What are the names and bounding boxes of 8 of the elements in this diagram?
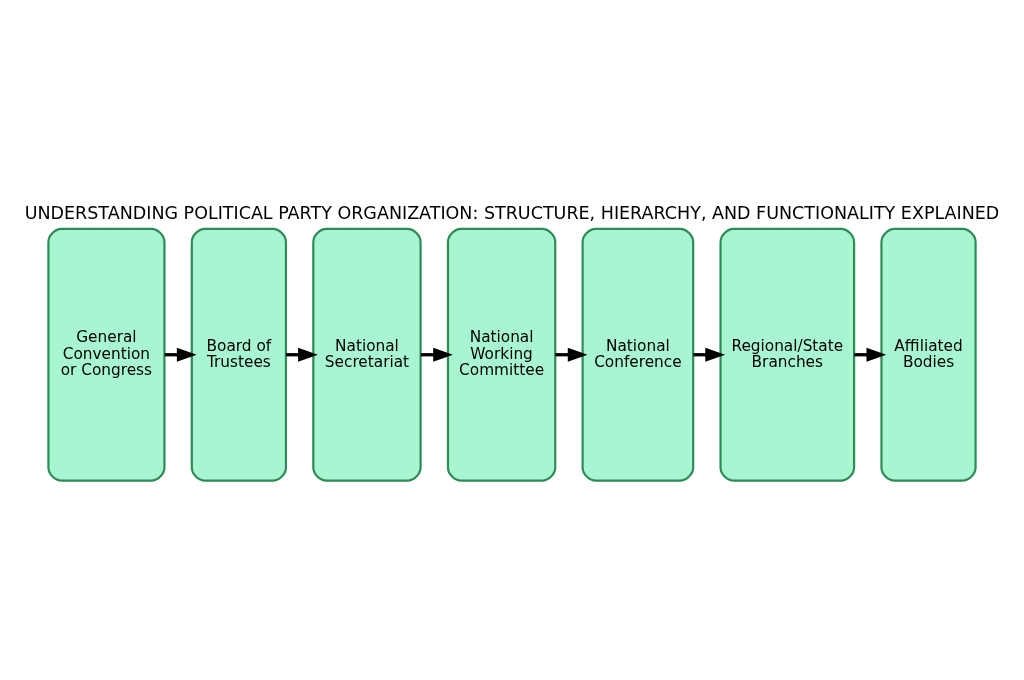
diagram-title: UNDERSTANDING POLITICAL PARTY ORGANIZATION: STRUCTURE, HIERARCHY, AND FUNCTIONALITY EXPLAINED (24, 202, 1000, 223)
node-box: General Convention or Congress (47, 227, 166, 482)
node-box: National Secretariat (312, 227, 422, 482)
node-box: Regional/State Branches (719, 227, 856, 482)
node-box: Board of Trustees (190, 227, 288, 482)
node-box: Affiliated Bodies (880, 227, 977, 482)
node-box: National Conference (581, 227, 695, 482)
node-box: National Working Committee (446, 227, 557, 482)
